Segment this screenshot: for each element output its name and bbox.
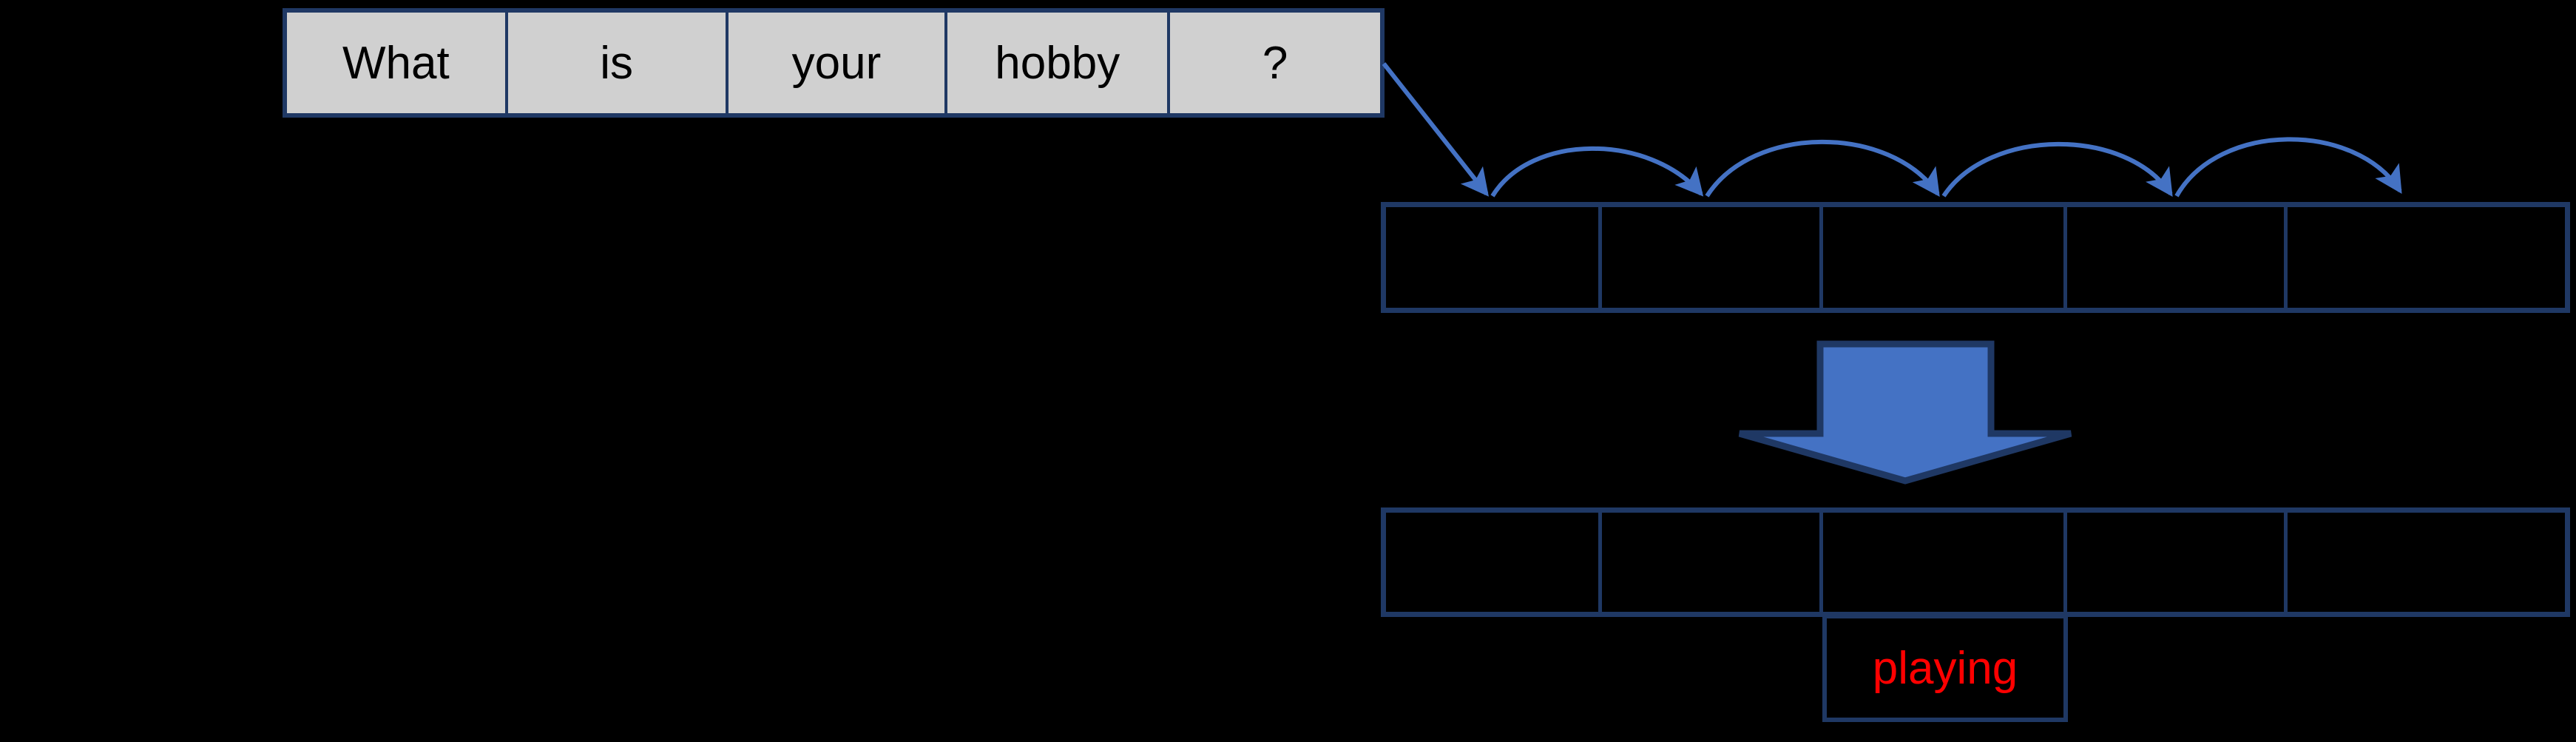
- source-cell-3-label: your: [791, 37, 882, 89]
- source-cell-1[interactable]: What: [287, 13, 508, 113]
- source-cell-4-label: hobby: [995, 37, 1120, 89]
- source-cell-1-label: What: [342, 37, 450, 89]
- decoder-output-table: [1381, 507, 2570, 617]
- source-cell-3[interactable]: your: [728, 13, 948, 113]
- downward-block-arrow: [1738, 340, 2072, 485]
- source-cell-4[interactable]: hobby: [947, 13, 1171, 113]
- diagonal-feed-arrow: [1382, 62, 1489, 197]
- decoder-cell-2[interactable]: [1602, 513, 1823, 612]
- source-cell-5[interactable]: ?: [1170, 13, 1380, 113]
- decoder-cell-4[interactable]: [2067, 513, 2288, 612]
- hop-arrow-3: [1941, 141, 2173, 198]
- source-cell-2[interactable]: is: [507, 13, 728, 113]
- encoder-cell-2[interactable]: [1602, 207, 1823, 308]
- source-sentence-table: What is your hobby ?: [283, 8, 1385, 118]
- decoder-cell-1[interactable]: [1386, 513, 1603, 612]
- decoder-cell-3[interactable]: [1822, 513, 2068, 612]
- hop-arrow-4: [2174, 137, 2402, 198]
- prediction-cell[interactable]: playing: [1822, 614, 2068, 722]
- encoder-cell-1[interactable]: [1386, 207, 1603, 308]
- prediction-label: playing: [1872, 642, 2018, 694]
- encoder-state-table: [1381, 202, 2570, 313]
- source-cell-5-label: ?: [1262, 37, 1288, 89]
- encoder-cell-3[interactable]: [1822, 207, 2068, 308]
- encoder-cell-5[interactable]: [2287, 207, 2565, 308]
- source-cell-2-label: is: [600, 37, 634, 89]
- decoder-cell-5[interactable]: [2287, 513, 2565, 612]
- hop-arrow-1: [1490, 146, 1704, 198]
- encoder-cell-4[interactable]: [2067, 207, 2288, 308]
- hop-arrow-2: [1705, 139, 1940, 198]
